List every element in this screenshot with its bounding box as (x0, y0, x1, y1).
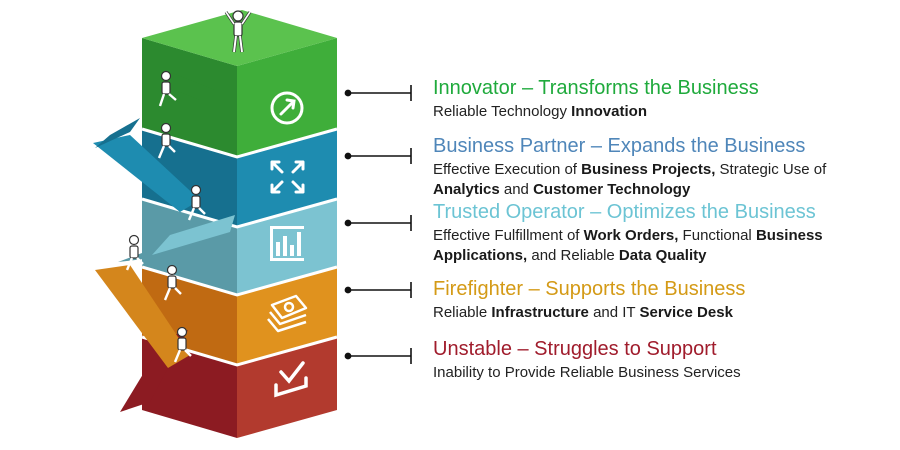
connector-business-partner (344, 148, 412, 164)
climber-figure-icon (125, 234, 144, 271)
level-innovator: Innovator – Transforms the Business Reli… (433, 77, 893, 122)
description-text: Effective Fulfillment of (433, 227, 584, 244)
climber-figure-icon (163, 264, 182, 301)
connector-unstable (344, 348, 412, 364)
connector-trusted-operator (344, 215, 412, 231)
connector-innovator (344, 85, 412, 101)
description-text: Reliable (433, 304, 492, 321)
climber-figure-icon (158, 70, 177, 107)
level-title: Innovator – Transforms the Business (433, 77, 759, 99)
description-text: Reliable Technology (433, 103, 572, 120)
connector-lines (344, 85, 412, 364)
compass-icon (270, 91, 304, 125)
money-stack-icon (267, 294, 308, 333)
level-business-partner: Business Partner – Expands the Business … (433, 135, 893, 200)
level-title: Business Partner – Expands the Business (433, 135, 806, 157)
climber-figure-icon (157, 122, 176, 159)
checkbox-icon (274, 361, 308, 398)
description-bold-text: Business Projects, (581, 161, 716, 178)
staircase-ribbons (93, 70, 235, 412)
description-bold-text: Business Applications, (433, 227, 823, 264)
description-bold-text: Customer Technology (533, 181, 691, 198)
level-description: Effective Execution of Business Projects… (433, 160, 893, 200)
description-bold-text: Data Quality (618, 247, 707, 264)
level-description: Inability to Provide Reliable Business S… (433, 363, 893, 383)
description-bold-text: Analytics (433, 181, 500, 198)
description-text: and IT (588, 304, 640, 321)
level-title: Firefighter – Supports the Business (433, 278, 746, 300)
level-description: Reliable Technology Innovation (433, 102, 893, 122)
level-firefighter: Firefighter – Supports the Business Reli… (433, 278, 893, 323)
climber-figures (125, 10, 252, 363)
level-trusted-operator: Trusted Operator – Optimizes the Busines… (433, 201, 893, 266)
celebrating-figure-icon (224, 10, 252, 53)
description-text: and Reliable (527, 247, 619, 264)
level-description: Effective Fulfillment of Work Orders, Fu… (433, 226, 893, 266)
description-text: Functional (678, 227, 756, 244)
connector-firefighter (344, 282, 412, 298)
description-text: and (499, 181, 534, 198)
level-description: Reliable Infrastructure and IT Service D… (433, 303, 893, 323)
level-title: Trusted Operator – Optimizes the Busines… (433, 201, 816, 223)
description-bold-text: Infrastructure (491, 304, 589, 321)
description-bold-text: Work Orders, (583, 227, 679, 244)
climber-figure-icon (187, 184, 206, 221)
description-text: Strategic Use of (715, 161, 827, 178)
description-text: Effective Execution of (433, 161, 582, 178)
description-bold-text: Service Desk (639, 304, 733, 321)
level-unstable: Unstable – Struggles to Support Inabilit… (433, 338, 893, 383)
bar-chart-icon (270, 226, 304, 261)
climber-figure-icon (173, 326, 192, 363)
description-bold-text: Innovation (571, 103, 647, 120)
tower-block-innovator (142, 10, 337, 156)
description-text: Inability to Provide Reliable Business S… (433, 364, 741, 381)
level-title: Unstable – Struggles to Support (433, 338, 717, 360)
expand-arrows-icon (270, 160, 305, 194)
